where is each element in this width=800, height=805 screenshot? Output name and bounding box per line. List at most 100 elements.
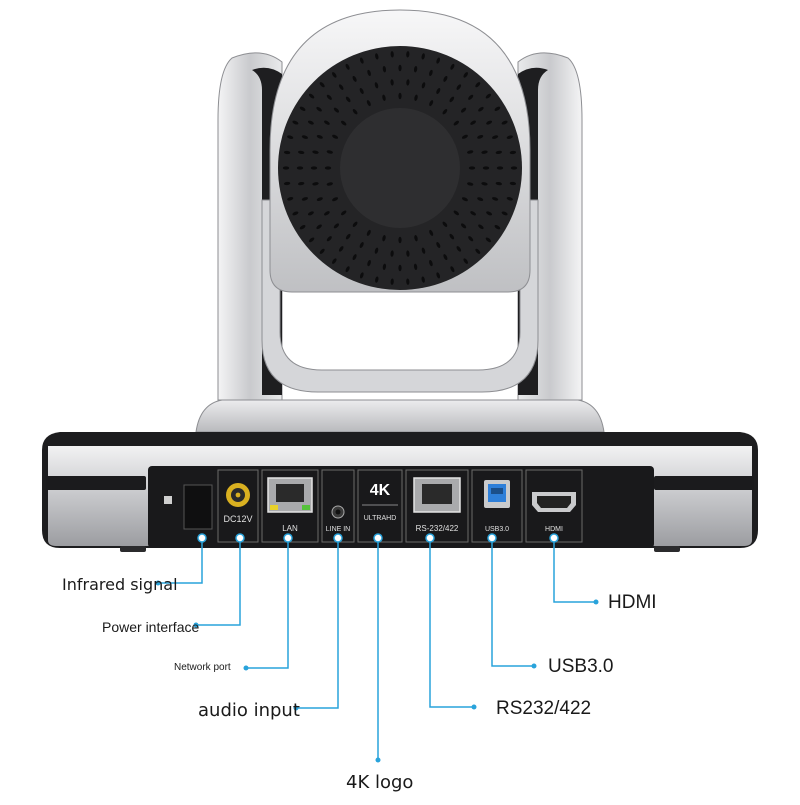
callout-4k-logo: 4K logo [346, 772, 414, 793]
grille-hole [299, 106, 306, 111]
grille-hole [299, 225, 306, 230]
grille-hole [429, 69, 433, 76]
grille-hole [421, 53, 425, 60]
grille-hole [477, 197, 484, 201]
rear-io-panel: DC12V LAN LINE IN 4K ULTRAHD [148, 466, 654, 548]
grille-hole [429, 260, 433, 267]
grille-hole [382, 235, 386, 242]
callout-power-interface: Power interface [102, 619, 200, 635]
grille-hole [442, 109, 448, 115]
grille-hole [359, 57, 364, 64]
grille-hole [461, 223, 467, 229]
grille-hole [486, 120, 493, 125]
grille-hole [352, 221, 358, 227]
grille-hole [308, 93, 315, 99]
grille-hole [475, 82, 481, 88]
grille-hole [366, 229, 371, 236]
grille-hole [414, 94, 418, 101]
infrared-window [183, 484, 213, 530]
grille-hole [374, 82, 379, 89]
grille-hole [509, 181, 517, 186]
camera-neck [195, 399, 605, 433]
line-in-label: LINE IN [326, 526, 351, 533]
callout-hdmi: HDMI [608, 592, 657, 613]
ir-marker-icon [164, 496, 172, 504]
grille-hole [326, 150, 333, 154]
grille-hole [398, 236, 402, 244]
grille-hole [486, 211, 493, 216]
grille-hole [482, 166, 490, 170]
grille-hole [338, 246, 344, 252]
grille-hole [494, 225, 501, 230]
grille-hole [461, 197, 468, 202]
grille-hole [332, 258, 337, 264]
grille-hole [345, 266, 350, 273]
grille-hole [496, 166, 504, 170]
grille-hole [453, 120, 459, 126]
grille-hole [352, 109, 358, 115]
grille-hole [429, 229, 434, 236]
grille-hole [333, 107, 339, 113]
grille-hole [495, 181, 502, 186]
grille-hole [352, 254, 357, 261]
grille-hole [324, 120, 330, 125]
grille-hole [359, 272, 364, 279]
grille-hole [382, 263, 387, 270]
callout-audio-input: audio input [198, 700, 300, 721]
grille-hole [456, 84, 462, 90]
badge-ultrahd-text: ULTRAHD [364, 515, 397, 522]
grille-hole [332, 72, 337, 78]
grille-hole [375, 53, 379, 60]
grille-hole [506, 197, 513, 201]
grille-hole [413, 263, 418, 270]
grille-hole [467, 182, 474, 186]
grille-hole [443, 75, 448, 82]
grille-hole [298, 150, 305, 155]
callout-infrared-signal: Infrared signal [62, 575, 178, 594]
hdmi-port: HDMI [525, 469, 583, 543]
grille-hole [292, 120, 299, 125]
camera-head [269, 9, 531, 293]
grille-hole [283, 181, 291, 186]
grille-hole [296, 166, 304, 170]
grille-hole [456, 246, 462, 252]
grille-hole [287, 135, 294, 139]
grille-hole [345, 96, 351, 103]
grille-hole [492, 135, 499, 139]
grille-hole [319, 248, 325, 254]
grille-hole [359, 88, 364, 94]
leader-dots [155, 533, 599, 763]
grille-hole [421, 276, 425, 283]
grille-hole [333, 223, 339, 229]
grille-hole [492, 197, 499, 201]
grille-hole [390, 250, 394, 257]
grille-hole [477, 135, 484, 139]
grille-hole [307, 120, 314, 125]
grille-hole [475, 248, 481, 254]
grille-hole [332, 134, 339, 139]
grille-hole [352, 75, 357, 82]
grille-hole [310, 166, 318, 170]
usb-port-label: USB3.0 [485, 526, 509, 533]
grille-hole [467, 150, 474, 154]
grille-hole [367, 260, 371, 267]
callout-network-port: Network port [174, 662, 231, 673]
grille-hole [390, 278, 394, 285]
grille-hole [442, 221, 448, 227]
grille-hole [478, 224, 484, 230]
grille-hole [341, 120, 347, 126]
grille-hole [449, 96, 455, 103]
grille-hole [345, 233, 351, 240]
rs232-port: RS-232/422 [405, 469, 469, 543]
speaker-grille [282, 51, 518, 285]
grille-hole [316, 106, 322, 112]
grille-hole [301, 135, 308, 139]
grille-hole [506, 135, 513, 139]
grille-hole [374, 247, 379, 254]
grille-hole [398, 92, 402, 100]
grille-hole [436, 242, 441, 248]
grille-hole [481, 150, 488, 154]
grille-hole [367, 69, 371, 76]
